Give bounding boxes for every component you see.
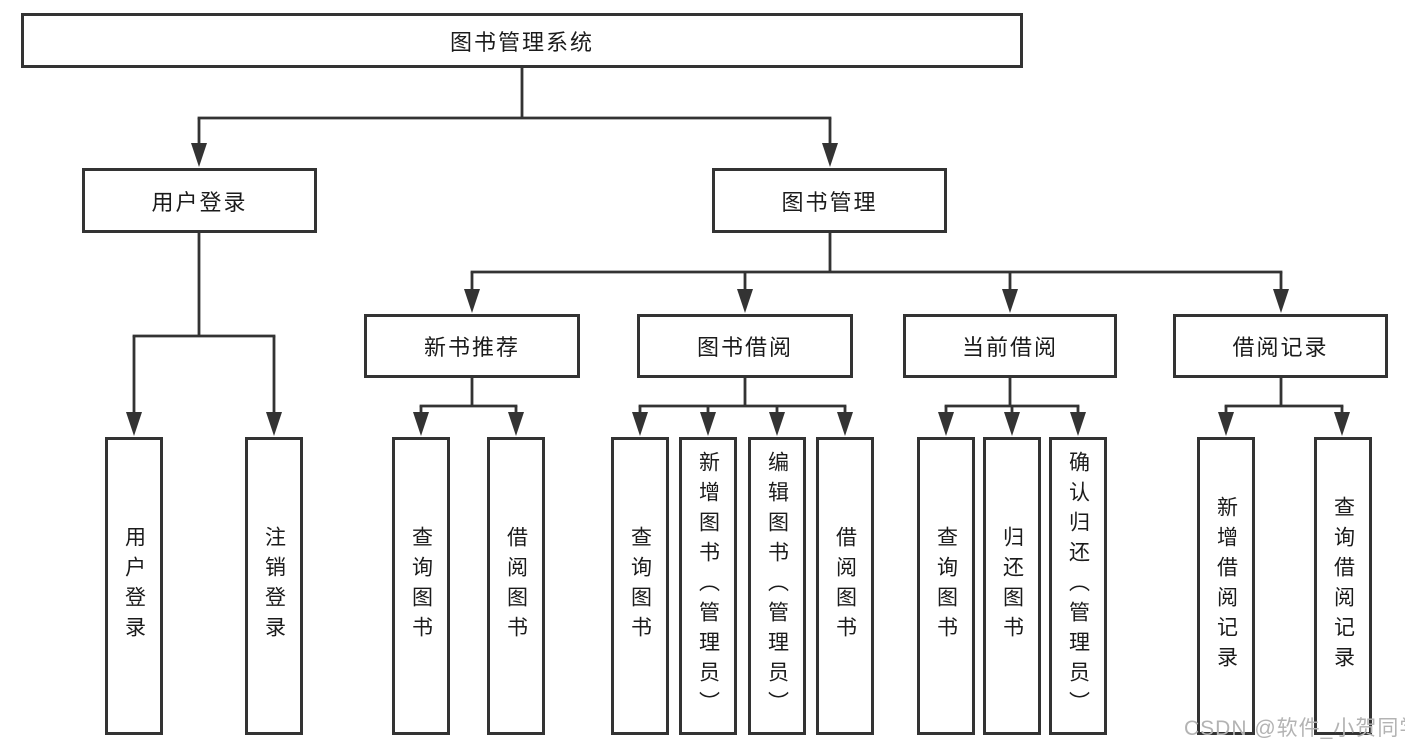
leaf-query-books-2-label: 查询图书 — [628, 526, 652, 646]
node-user-login-label: 用户登录 — [151, 189, 248, 215]
node-book-borrow: 图书借阅 — [637, 314, 853, 378]
leaf-query-books-1: 查询图书 — [392, 437, 450, 735]
leaf-borrow-books-1-label: 借阅图书 — [504, 526, 528, 646]
leaf-query-books-1-label: 查询图书 — [409, 526, 433, 646]
leaf-confirm-return-admin: 确认归还（管理员） — [1049, 437, 1107, 735]
leaf-query-borrow-record: 查询借阅记录 — [1314, 437, 1372, 735]
node-user-login: 用户登录 — [82, 168, 317, 233]
leaf-confirm-return-admin-label: 确认归还（管理员） — [1066, 451, 1090, 721]
node-new-book-recommend: 新书推荐 — [364, 314, 580, 378]
node-borrow-records-label: 借阅记录 — [1232, 335, 1329, 360]
leaf-borrow-books-1: 借阅图书 — [487, 437, 545, 735]
leaf-return-book-label: 归还图书 — [1000, 526, 1024, 646]
node-book-management-label: 图书管理 — [781, 189, 878, 215]
node-current-borrow: 当前借阅 — [903, 314, 1117, 378]
watermark: CSDN @软件_小贺同学 — [1184, 717, 1405, 740]
leaf-add-book-admin: 新增图书（管理员） — [679, 437, 737, 735]
node-root-system-label: 图书管理系统 — [449, 29, 594, 55]
leaf-return-book: 归还图书 — [983, 437, 1041, 735]
leaf-query-books-3-label: 查询图书 — [934, 526, 958, 646]
leaf-query-books-3: 查询图书 — [917, 437, 975, 735]
leaf-add-book-admin-label: 新增图书（管理员） — [696, 451, 720, 721]
leaf-user-login: 用户登录 — [105, 437, 163, 735]
leaf-logout: 注销登录 — [245, 437, 303, 735]
node-root-system: 图书管理系统 — [21, 13, 1023, 68]
leaf-query-borrow-record-label: 查询借阅记录 — [1331, 496, 1355, 676]
leaf-query-books-2: 查询图书 — [611, 437, 669, 735]
leaf-user-login-label: 用户登录 — [122, 526, 146, 646]
leaf-logout-label: 注销登录 — [262, 526, 286, 646]
leaf-borrow-books-2-label: 借阅图书 — [833, 526, 857, 646]
leaf-borrow-books-2: 借阅图书 — [816, 437, 874, 735]
leaf-edit-book-admin-label: 编辑图书（管理员） — [765, 451, 789, 721]
node-book-borrow-label: 图书借阅 — [696, 335, 793, 360]
node-new-book-recommend-label: 新书推荐 — [423, 335, 520, 360]
node-current-borrow-label: 当前借阅 — [961, 335, 1058, 360]
node-book-management: 图书管理 — [712, 168, 947, 233]
leaf-add-borrow-record-label: 新增借阅记录 — [1214, 496, 1238, 676]
leaf-edit-book-admin: 编辑图书（管理员） — [748, 437, 806, 735]
node-borrow-records: 借阅记录 — [1173, 314, 1388, 378]
leaf-add-borrow-record: 新增借阅记录 — [1197, 437, 1255, 735]
